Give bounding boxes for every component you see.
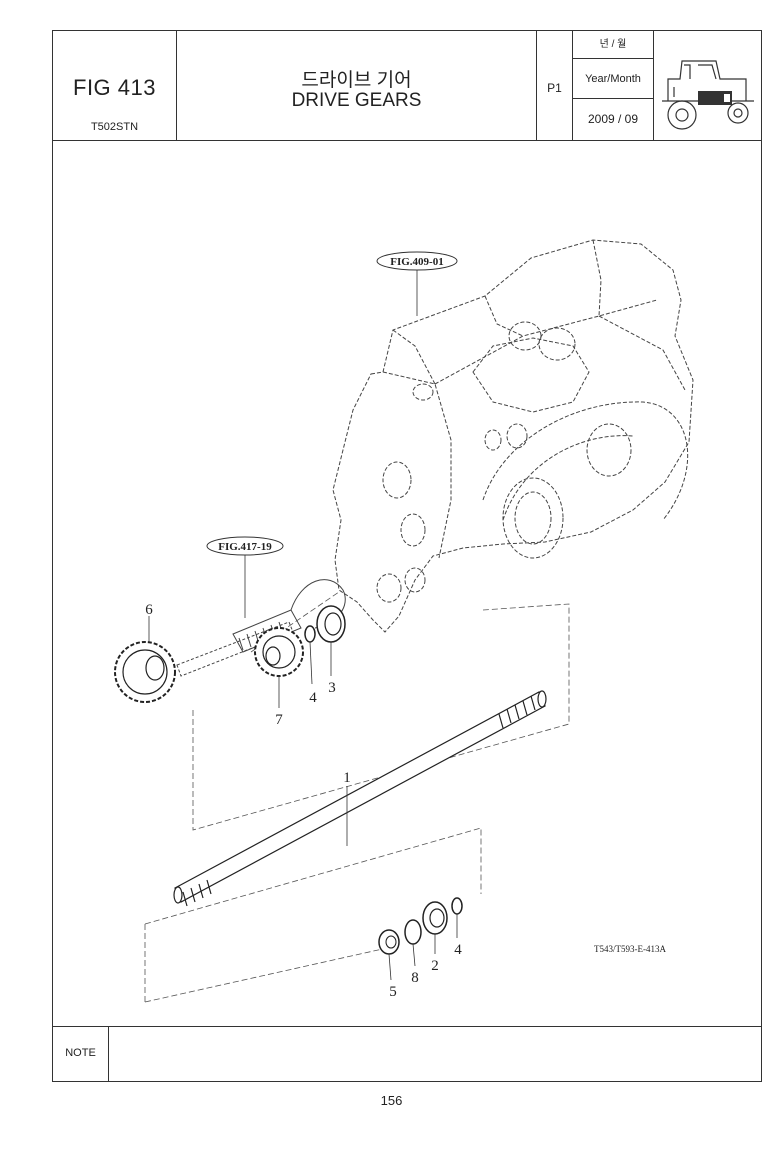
parts-sheet: FIG 413 T502STN 드라이브 기어 DRIVE GEARS P1 년…	[52, 30, 762, 1082]
callout-5: 5	[389, 984, 397, 1000]
date-value: 2009 / 09	[587, 112, 639, 126]
model-code: T502STN	[90, 121, 139, 133]
note-label: NOTE	[53, 1027, 109, 1081]
part-2-bearing	[422, 901, 448, 935]
figref-417-label: FIG.417-19	[218, 541, 272, 553]
exploded-diagram: FIG.409-01 FIG.417-19	[53, 140, 761, 1026]
date-label-korean: 년 / 월	[573, 31, 653, 59]
title-cell: 드라이브 기어 DRIVE GEARS	[177, 31, 537, 140]
callout-3: 3	[328, 680, 336, 696]
page-number: 156	[380, 1093, 403, 1108]
part-3-bearing	[316, 605, 346, 643]
figref-417: FIG.417-19	[206, 536, 284, 618]
part-8-ring	[404, 919, 422, 945]
figref-409-label: FIG.409-01	[390, 256, 443, 268]
date-label-english: Year/Month	[573, 59, 653, 99]
callout-4-lower: 4	[454, 942, 462, 958]
part-4-snap-ring-lower	[451, 897, 463, 915]
callout-2: 2	[431, 958, 439, 974]
callout-7: 7	[275, 712, 283, 728]
leader-lines	[148, 616, 458, 981]
part-5-collar	[378, 929, 400, 955]
part-1-shaft	[173, 690, 547, 907]
tractor-icon-cell	[654, 31, 761, 140]
fig-number: FIG 413	[73, 75, 156, 100]
tractor-icon	[662, 60, 754, 130]
fig-cell: FIG 413 T502STN	[53, 31, 177, 140]
note-text	[117, 1027, 753, 1081]
drawing-id: T543/T593-E-413A	[594, 944, 666, 954]
callout-6: 6	[145, 602, 153, 618]
title-korean: 드라이브 기어	[301, 70, 412, 91]
part-4-snap-ring-upper	[304, 625, 316, 643]
title-english: DRIVE GEARS	[291, 90, 422, 111]
page-label: P1	[547, 81, 562, 95]
part-7-gear	[254, 627, 304, 677]
page-cell: P1	[537, 31, 573, 140]
assembly-guides	[144, 591, 570, 1003]
drive-gears-drawing: FIG.409-01 FIG.417-19	[114, 239, 694, 1003]
date-cell: 년 / 월 Year/Month 2009 / 09	[573, 31, 654, 140]
callout-8: 8	[411, 970, 419, 986]
transmission-housing	[332, 239, 694, 633]
figref-409: FIG.409-01	[376, 251, 458, 316]
note-row: NOTE	[53, 1026, 761, 1081]
sheet-header: FIG 413 T502STN 드라이브 기어 DRIVE GEARS P1 년…	[53, 31, 761, 141]
part-6-gear	[114, 641, 176, 703]
callout-1: 1	[343, 770, 351, 786]
callout-4-upper: 4	[309, 690, 317, 706]
